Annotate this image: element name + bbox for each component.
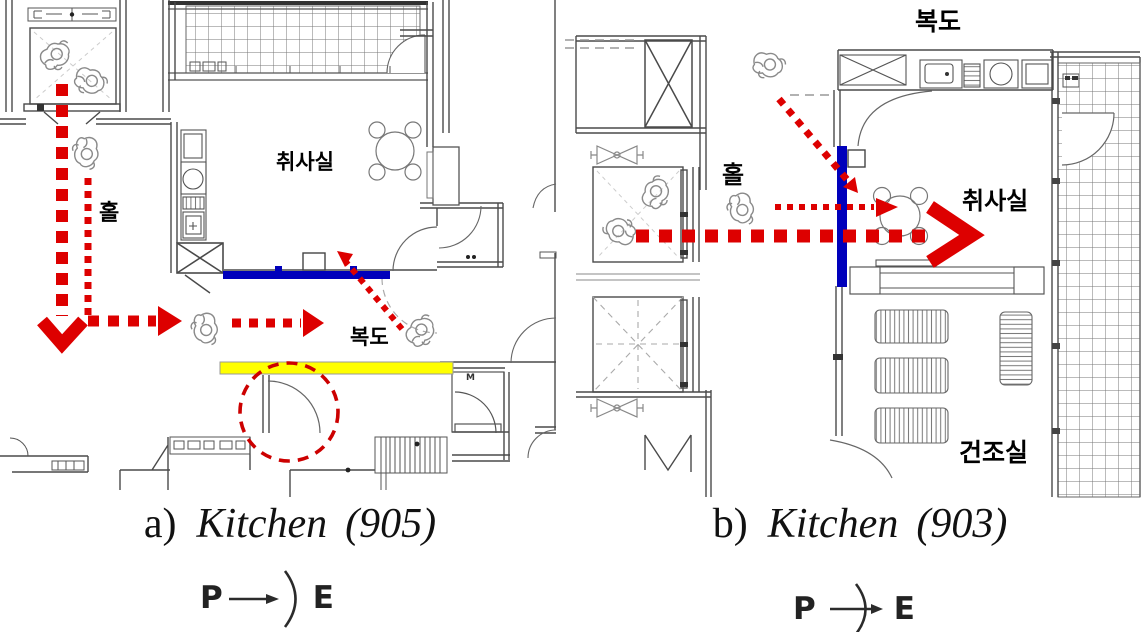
caption-a-number: (905) <box>345 501 437 547</box>
caption-a: a) Kitchen (905) <box>110 500 470 548</box>
wall-box-a <box>302 252 326 271</box>
fan-icon <box>590 398 644 418</box>
kitchen-door-arc-b <box>857 90 933 147</box>
person-figure-icon <box>599 210 641 250</box>
caption-b-title: Kitchen <box>767 501 899 547</box>
kitchen-counter-b <box>839 54 1053 89</box>
highlight-circle-a <box>238 361 340 463</box>
duct-shaft-b <box>644 39 693 128</box>
label-closet-m: M <box>466 373 475 383</box>
wall-box-b <box>847 149 866 168</box>
kitchen-door-arc-a <box>392 226 438 272</box>
legend-b-start: P <box>793 590 816 627</box>
door-marker-blue-b <box>837 146 847 287</box>
floorplan-canvas <box>0 0 1141 498</box>
label-hall-a: 홀 <box>99 201 120 226</box>
closet-a <box>432 146 460 206</box>
legend-b: P E <box>793 582 915 632</box>
label-drying-room-b: 건조실 <box>959 438 1029 467</box>
person-figure-icon <box>36 36 78 76</box>
balcony-grid-a <box>185 5 421 74</box>
person-figure-icon <box>637 172 677 214</box>
legend-a-arrow-door-icon <box>228 570 297 628</box>
plan-a <box>0 0 557 497</box>
drying-racks <box>874 309 1033 444</box>
caption-b: b) Kitchen (903) <box>690 500 1030 548</box>
legend-b-arrow-door-icon <box>829 583 883 632</box>
label-kitchen-a: 취사실 <box>276 150 334 174</box>
balcony-door-arc-b <box>1061 112 1115 166</box>
duct-shaft-a <box>176 242 224 274</box>
kitchen-counter-a <box>180 129 207 241</box>
exit-marker-yellow-a <box>219 361 454 375</box>
legend-a-start: P <box>200 579 223 616</box>
caption-a-title: Kitchen <box>196 501 328 547</box>
person-figures-a <box>36 36 444 353</box>
caption-b-prefix: b) <box>712 501 748 547</box>
label-corridor-a: 복도 <box>350 325 389 349</box>
dimension-bar-a <box>27 7 117 22</box>
legend-a: P E <box>200 568 334 628</box>
bottom-counters-a <box>9 436 251 471</box>
caption-b-number: (903) <box>916 501 1008 547</box>
plan-b <box>565 35 1141 498</box>
person-figure-icon <box>749 48 789 84</box>
label-corridor-b: 복도 <box>915 7 962 36</box>
door-arc-bottom-b <box>829 439 893 479</box>
legend-b-end: E <box>893 590 915 627</box>
escape-route-a <box>37 84 405 354</box>
long-counter-b <box>849 259 1045 295</box>
elevator-shaft-2-b <box>592 296 688 393</box>
legend-a-end: E <box>312 579 334 616</box>
door-marker-blue-a <box>223 271 390 279</box>
escape-route-b <box>636 96 985 268</box>
caption-a-prefix: a) <box>143 501 177 547</box>
label-hall-b: 홀 <box>722 161 745 189</box>
label-kitchen-b: 취사실 <box>962 187 1029 215</box>
person-figure-icon <box>724 191 757 228</box>
circled-door-arc <box>267 380 321 434</box>
person-figure-icon <box>70 135 101 171</box>
closet-m <box>451 371 505 434</box>
stairs-a <box>345 436 448 490</box>
dining-table-a <box>368 121 422 181</box>
elevator-b <box>592 166 688 263</box>
person-figure-icon <box>189 311 220 347</box>
elevator-a <box>23 27 121 125</box>
fan-icon <box>590 145 644 165</box>
person-figure-icon <box>401 310 444 353</box>
